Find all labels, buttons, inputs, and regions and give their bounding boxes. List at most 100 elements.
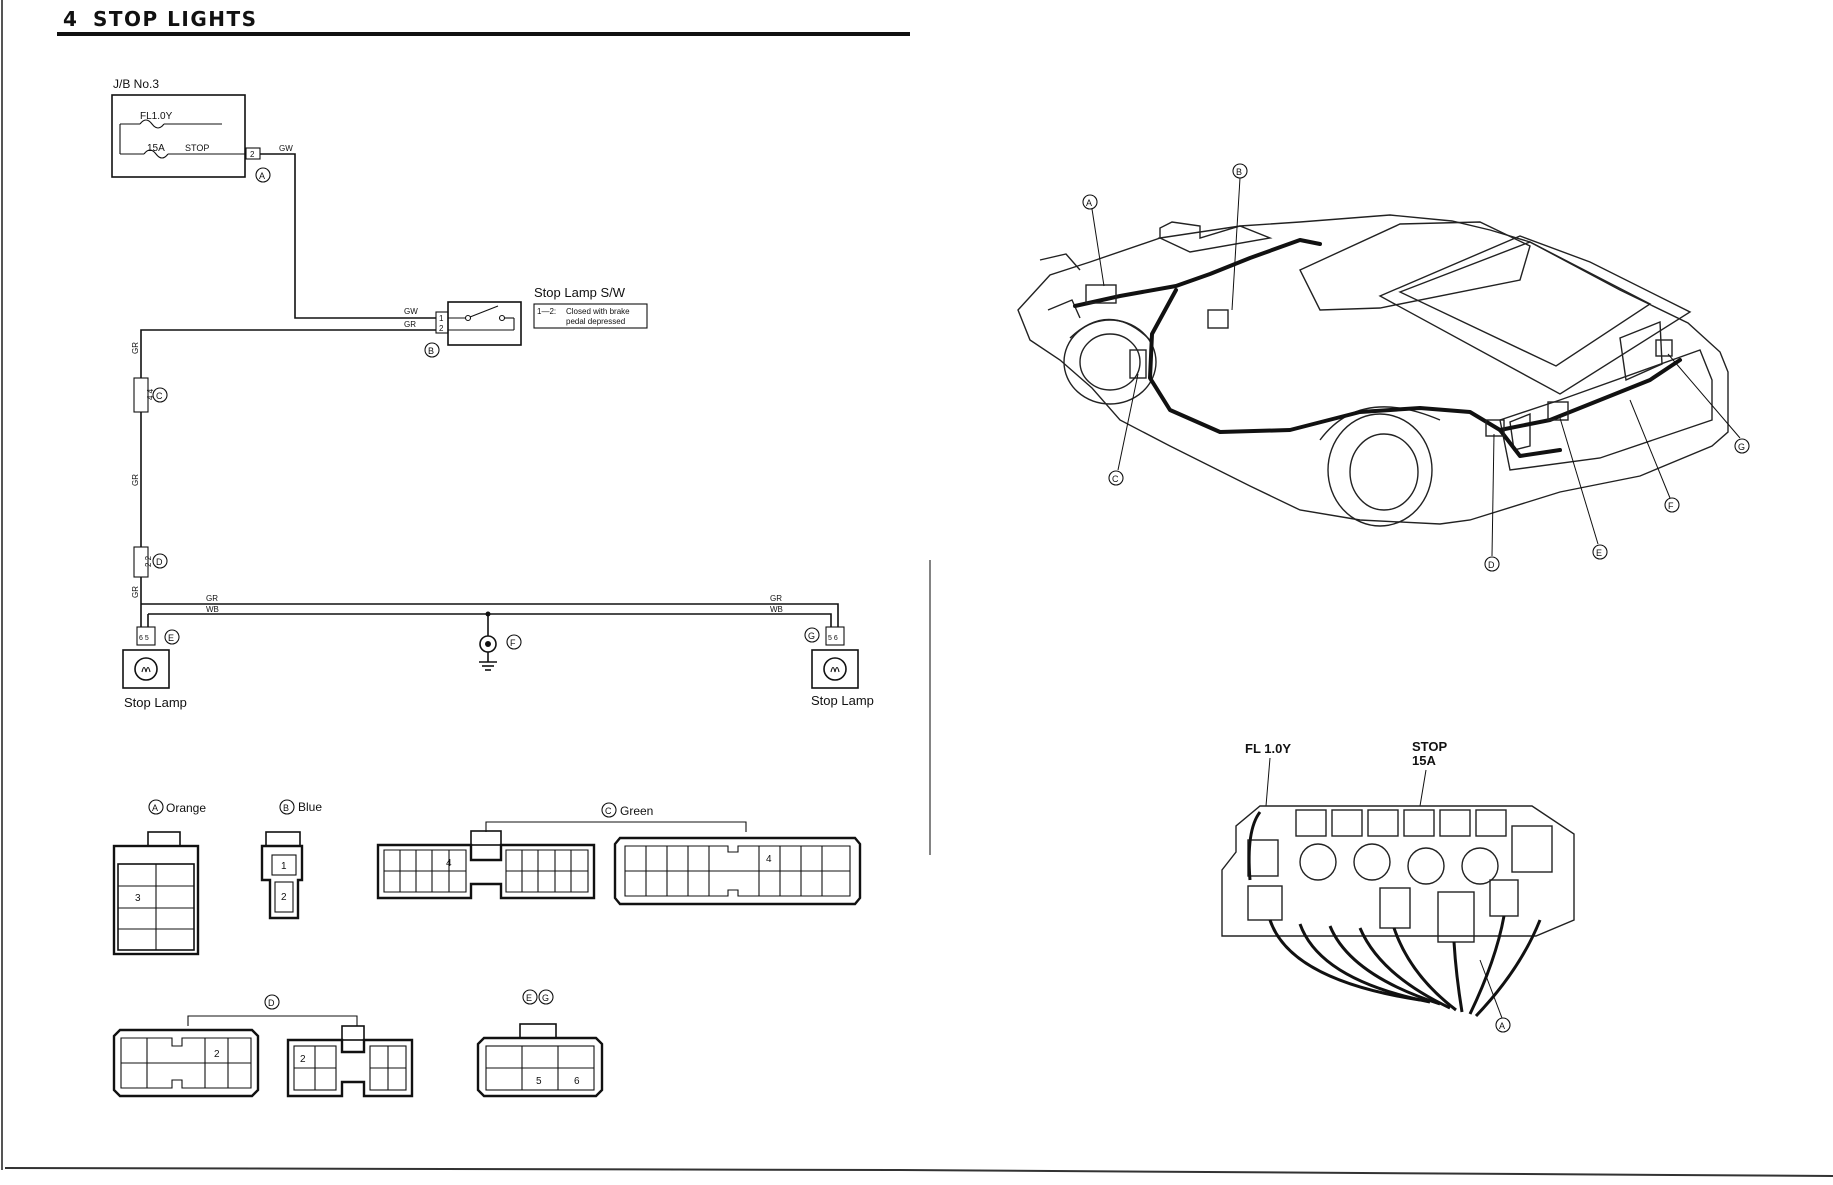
marker-e: E bbox=[168, 633, 174, 643]
car-marker-f-circle bbox=[1664, 497, 1680, 513]
conn-c-label: Green bbox=[620, 804, 653, 818]
marker-b-circle bbox=[424, 342, 440, 358]
switch-note-pins: 1—2: bbox=[537, 307, 556, 316]
car-rear-window bbox=[1378, 235, 1692, 395]
conn-d-right-housing bbox=[286, 1038, 414, 1098]
car-marker-a-circle bbox=[1082, 194, 1098, 210]
connector-c-pins: 4 4 bbox=[146, 388, 155, 400]
connector-d-location bbox=[1485, 419, 1505, 437]
jb-fuse2-name: STOP bbox=[185, 143, 209, 153]
conn-eg-pin2: 6 bbox=[574, 1076, 580, 1087]
car-marker-d-circle bbox=[1484, 556, 1500, 572]
connector-c-location bbox=[1129, 349, 1147, 379]
wire-gr-top bbox=[140, 329, 436, 378]
wire-gr-bus bbox=[141, 603, 839, 627]
car-spoiler bbox=[1157, 225, 1273, 253]
conn-d-marker-circle bbox=[264, 994, 280, 1010]
switch-note-box bbox=[533, 303, 648, 329]
conn-c-left-housing bbox=[376, 843, 596, 900]
stop-lamp-switch-box bbox=[447, 301, 522, 346]
connector-views: A Orange 3 B Blue 1 2 C Green 4 bbox=[112, 799, 862, 1098]
conn-c-left-latch bbox=[470, 830, 502, 846]
car-marker-c-circle bbox=[1108, 470, 1124, 486]
marker-a: A bbox=[259, 171, 265, 181]
car-marker-g: G bbox=[1738, 442, 1745, 452]
conn-c-pin-right: 4 bbox=[766, 854, 772, 865]
conn-a-label: Orange bbox=[166, 801, 206, 815]
switch-contact-icon bbox=[469, 305, 499, 318]
switch-location bbox=[1207, 309, 1229, 329]
section-title: STOP LIGHTS bbox=[93, 7, 258, 31]
jb-pin: 2 bbox=[250, 150, 255, 159]
conn-b-latch bbox=[265, 831, 301, 847]
section-number: 4 bbox=[63, 7, 77, 31]
conn-d-pair-bracket bbox=[187, 1015, 358, 1026]
switch-pin2: 2 bbox=[439, 324, 444, 333]
marker-g-circle bbox=[804, 627, 820, 643]
wire-gw-label: GW bbox=[404, 307, 418, 316]
marker-b: B bbox=[428, 346, 434, 356]
connector-d-pins: 2 2 bbox=[144, 555, 153, 567]
marker-c: C bbox=[156, 391, 163, 401]
jb-fuse-callout: FL 1.0Y bbox=[1245, 741, 1291, 756]
jb-name: J/B No.3 bbox=[113, 77, 159, 91]
lamp-e-location bbox=[1547, 401, 1569, 421]
marker-a-circle bbox=[255, 167, 271, 183]
conn-c-right-housing bbox=[613, 836, 862, 906]
wire-gr-vlabel1: GR bbox=[131, 342, 140, 354]
switch-name: Stop Lamp S/W bbox=[534, 285, 626, 300]
car-marker-g-circle bbox=[1734, 438, 1750, 454]
jb-stop-amp-callout: 15A bbox=[1412, 753, 1436, 768]
lamp-g-label: Stop Lamp bbox=[811, 693, 874, 708]
relay-1 bbox=[1295, 809, 1327, 837]
marker-d-circle bbox=[152, 553, 168, 569]
lamp-e-box bbox=[122, 649, 170, 689]
license-plate-recess bbox=[1619, 320, 1663, 382]
lamp-e-label: Stop Lamp bbox=[124, 695, 187, 710]
conn-eg-marker1-circle bbox=[522, 989, 538, 1005]
lamp-g-location bbox=[1655, 339, 1673, 357]
conn-a-latch bbox=[147, 831, 181, 847]
car-marker-b-circle bbox=[1232, 163, 1248, 179]
conn-d-left-housing bbox=[112, 1028, 260, 1098]
wire-gr-label: GR bbox=[404, 320, 416, 329]
conn-eg-marker2: G bbox=[542, 993, 549, 1003]
marker-f-circle bbox=[506, 634, 522, 650]
lamp-e-connector bbox=[136, 626, 156, 646]
jb-stop-callout: STOP bbox=[1412, 739, 1447, 754]
fuse-icon bbox=[143, 149, 169, 159]
car-rear-panel bbox=[1499, 349, 1713, 471]
car-marker-d: D bbox=[1488, 560, 1495, 570]
marker-c-circle bbox=[152, 387, 168, 403]
rear-wheel bbox=[1327, 413, 1433, 527]
conn-b-label: Blue bbox=[298, 800, 322, 814]
conn-a-housing bbox=[112, 844, 200, 956]
jb-marker-a-circle bbox=[1495, 1017, 1511, 1033]
conn-b-pin2: 2 bbox=[281, 892, 287, 903]
switch-pin1: 1 bbox=[439, 314, 444, 323]
car-marker-a: A bbox=[1086, 198, 1092, 208]
conn-b-pin1: 1 bbox=[281, 861, 287, 872]
lamp-e-pins: 6 5 bbox=[139, 635, 149, 642]
conn-a-marker-circle bbox=[148, 799, 164, 815]
wire-gw-label-top: GW bbox=[279, 144, 293, 153]
bus-gr-label-right: GR bbox=[770, 594, 782, 603]
wiring-schematic: J/B No.3 FL1.0Y 15A STOP 2 A GW GW 1 2 S… bbox=[111, 77, 874, 710]
conn-eg-housing bbox=[476, 1036, 604, 1098]
conn-d-pin-right: 2 bbox=[300, 1054, 306, 1065]
car-body-outline bbox=[1017, 214, 1729, 525]
lamp-g-connector bbox=[825, 626, 845, 646]
conn-eg-latch bbox=[519, 1023, 557, 1039]
wire-gw bbox=[260, 153, 436, 319]
marker-f: F bbox=[510, 638, 516, 648]
jb-housing bbox=[1221, 805, 1575, 937]
conn-c-marker-circle bbox=[601, 802, 617, 818]
conn-eg-pin1: 5 bbox=[536, 1076, 542, 1087]
wire-harness-rear bbox=[1498, 358, 1682, 432]
section-header: 4 STOP LIGHTS bbox=[57, 7, 910, 36]
conn-d-right-latch bbox=[341, 1025, 365, 1041]
wire-wb-bus bbox=[148, 613, 832, 627]
wire-gr-vlabel3: GR bbox=[131, 586, 140, 598]
car-marker-e-circle bbox=[1592, 544, 1608, 560]
